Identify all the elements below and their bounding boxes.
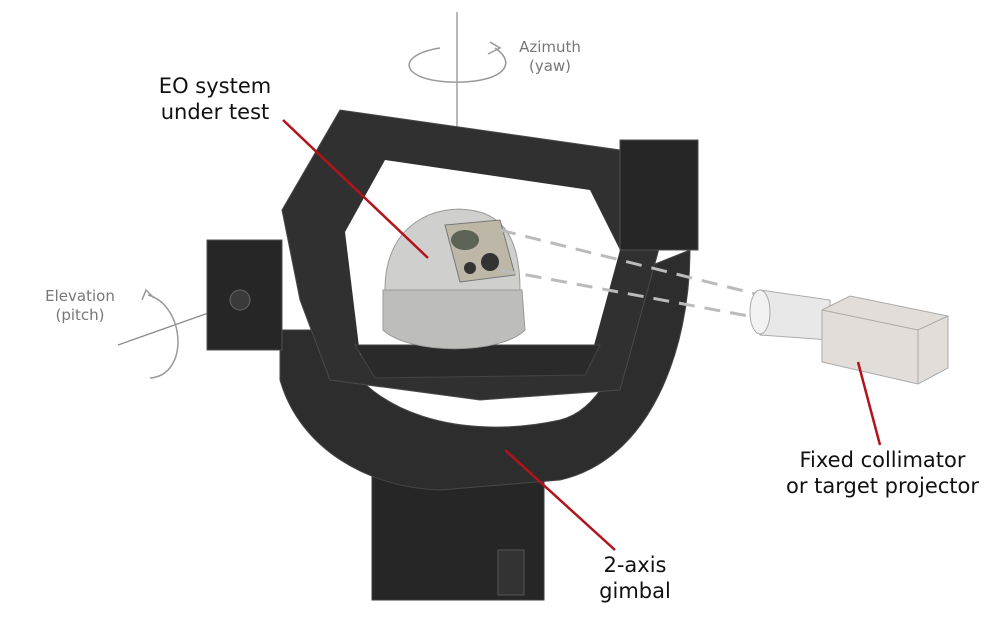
label-line: Fixed collimator [799,448,966,472]
sensor-lens [464,262,476,274]
leader-line-gimbal [504,449,616,551]
eo-base [382,289,526,350]
payload-platform [354,344,601,379]
label-line: (yaw) [528,56,572,75]
beam-line [499,268,771,322]
leader-line-collimator [856,361,882,446]
sensor-lens [451,230,479,250]
label-line: 2-axis [603,553,667,577]
label-line: Elevation [45,287,115,305]
elevation-motor-right [619,139,699,251]
collimator-aperture [749,289,771,335]
connector [497,549,525,596]
label-line: gimbal [599,579,671,604]
box-edges [821,309,949,384]
label-line: under test [160,100,270,125]
leader-line-eo [282,119,429,259]
label-gimbal: 2-axis gimbal [585,552,685,605]
arrowhead-icon [141,288,155,301]
label-line: EO system [158,74,272,98]
motor-hub [229,289,251,311]
label-collimator: Fixed collimator or target projector [770,447,995,500]
azimuth-rotation-arrow-icon [408,47,507,83]
beam-line [499,228,781,302]
collimator-tube [759,289,831,341]
elevation-rotation-arrow-icon [147,294,179,379]
arrowhead-icon [487,41,502,55]
label-line: (pitch) [55,305,105,324]
label-elevation: Elevation (pitch) [25,287,135,325]
label-azimuth: Azimuth (yaw) [500,38,600,76]
label-line: or target projector [785,474,980,499]
sensor-lens [481,253,499,271]
label-line: Azimuth [519,38,581,56]
target-projector-box [821,295,949,385]
label-eo-system: EO system under test [135,73,295,126]
